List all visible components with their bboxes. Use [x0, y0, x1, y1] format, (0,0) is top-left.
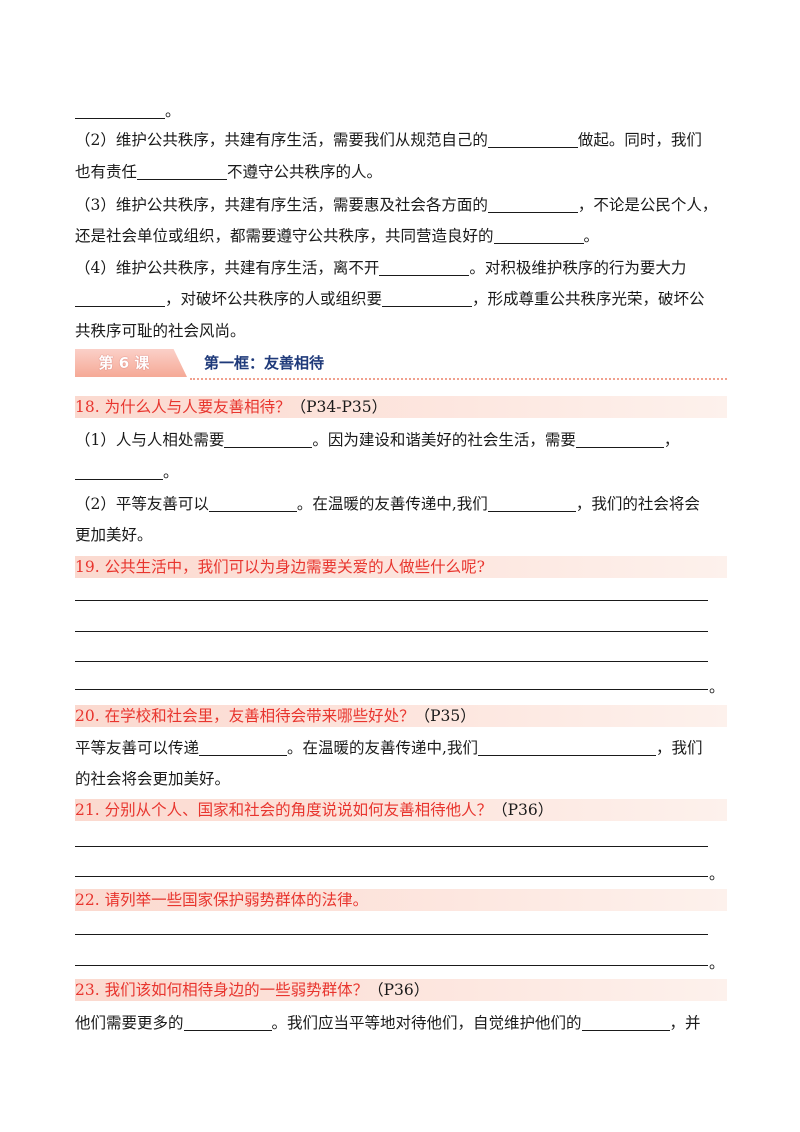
answer-blank[interactable] [382, 290, 473, 307]
answer-line[interactable] [75, 934, 708, 935]
answer-line[interactable] [75, 965, 708, 966]
answer-blank[interactable] [208, 495, 297, 512]
p1-line-1: （2）维护公共秩序，共建有序生活，需要我们从规范自己的做起。同时，我们 [75, 131, 702, 149]
p1-line-5: （4）维护公共秩序，共建有序生活，离不开。对积极维护秩序的行为要大力 [75, 259, 687, 277]
q18-line-3: （2）平等友善可以。在温暖的友善传递中,我们，我们的社会将会 [75, 495, 700, 513]
question-highlight [75, 705, 727, 727]
question-19-title: 19. 公共生活中，我们可以为身边需要关爱的人做些什么呢? [75, 558, 485, 576]
answer-line[interactable] [75, 846, 708, 847]
p1-line-2: 也有责任不遵守公共秩序的人。 [75, 163, 383, 181]
question-highlight [75, 799, 727, 821]
question-20-title: 20. 在学校和社会里，友善相待会带来哪些好处？（P35） [75, 707, 476, 725]
answer-blank[interactable] [75, 102, 165, 119]
question-highlight [75, 556, 727, 578]
p1-line-4: 还是社会单位或组织，都需要遵守公共秩序，共同营造良好的。 [75, 227, 600, 245]
answer-blank[interactable] [199, 739, 288, 756]
answer-line[interactable] [75, 876, 708, 877]
answer-blank[interactable] [183, 1014, 272, 1031]
answer-blank[interactable] [581, 1014, 670, 1031]
q20-line-1: 平等友善可以传递。在温暖的友善传递中,我们，我们 [75, 739, 703, 757]
answer-line[interactable] [75, 631, 708, 632]
answer-blank[interactable] [379, 259, 470, 276]
answer-line[interactable] [75, 661, 708, 662]
question-18-title: 18. 为什么人与人要友善相待？（P34-P35） [75, 398, 388, 416]
answer-blank[interactable] [487, 131, 578, 148]
answer-blank[interactable] [477, 739, 656, 756]
q23-line-1: 他们需要更多的。我们应当平等地对待他们，自觉维护他们的，并 [75, 1014, 701, 1032]
p1-line-3: （3）维护公共秩序，共建有序生活，需要惠及社会各方面的，不论是公民个人， [75, 196, 718, 214]
lesson-tab-background [75, 349, 187, 377]
q20-line-2: 的社会将会更加美好。 [75, 770, 231, 788]
answer-blank[interactable] [575, 431, 664, 448]
answer-blank[interactable] [137, 163, 228, 180]
question-highlight [75, 889, 727, 911]
p1-line-0: 。 [75, 101, 727, 121]
q18-line-2: 。 [75, 462, 727, 482]
answer-blank[interactable] [75, 463, 163, 480]
answer-line[interactable] [75, 600, 708, 601]
answer-blank[interactable] [224, 431, 313, 448]
question-23-title: 23. 我们该如何相待身边的一些弱势群体？（P36） [75, 981, 430, 999]
p1-line-7: 共秩序可耻的社会风尚。 [75, 322, 246, 340]
q18-line-4: 更加美好。 [75, 526, 153, 544]
lesson-tab-label: 第 6 课 [98, 354, 150, 372]
lesson-title: 第一框：友善相待 [204, 354, 325, 372]
period-mark: 。 [709, 865, 725, 883]
question-21-title: 21. 分别从个人、国家和社会的角度说说如何友善相待他人？（P36） [75, 801, 554, 819]
answer-line[interactable] [75, 689, 708, 690]
p1-line-6: ，对破坏公共秩序的人或组织要，形成尊重公共秩序光荣，破坏公 [75, 289, 727, 309]
q18-line-1: （1）人与人相处需要。因为建设和谐美好的社会生活，需要， [75, 431, 680, 449]
answer-blank[interactable] [75, 290, 165, 307]
question-highlight [75, 396, 727, 418]
period-mark: 。 [709, 678, 725, 696]
period-mark: 。 [709, 954, 725, 972]
answer-blank[interactable] [487, 495, 576, 512]
question-highlight [75, 979, 727, 1001]
lesson-divider [190, 378, 727, 380]
question-22-title: 22. 请列举一些国家保护弱势群体的法律。 [75, 891, 369, 909]
answer-blank[interactable] [493, 227, 584, 244]
answer-blank[interactable] [487, 196, 578, 213]
